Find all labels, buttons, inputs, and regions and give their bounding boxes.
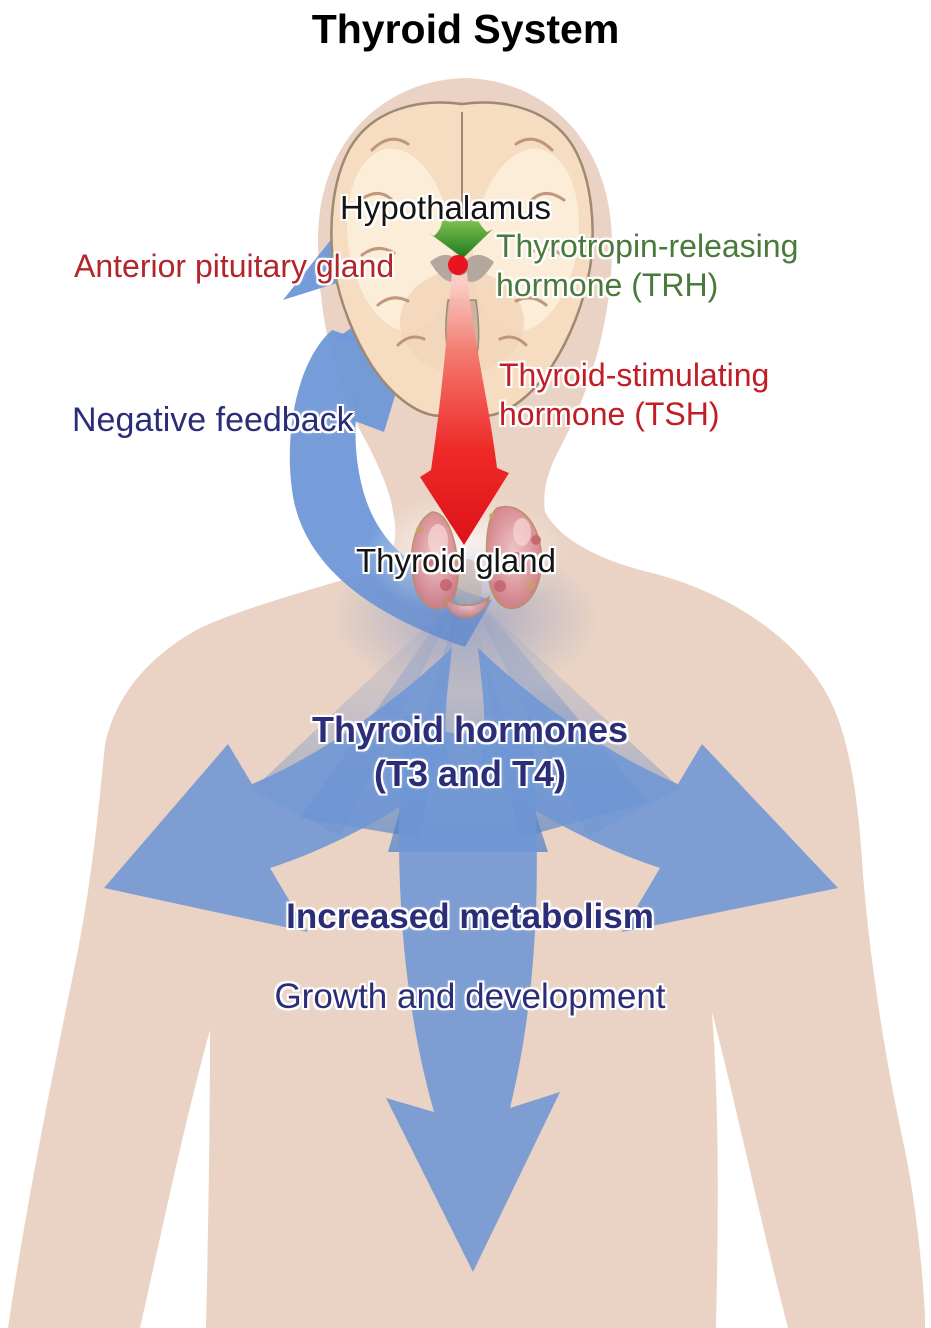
trh-label-line2: hormone (TRH)	[496, 267, 719, 304]
thyroid-hormones-line1: Thyroid hormones	[311, 709, 629, 750]
arrow-down-growth	[386, 715, 560, 1272]
page-title: Thyroid System	[311, 6, 620, 52]
trh-arrow	[429, 208, 493, 258]
arrow-left-metabolism	[104, 648, 452, 932]
thyroid-gland-label: Thyroid gland	[356, 542, 556, 579]
growth-development-label: Growth and development	[274, 977, 666, 1016]
negative-feedback-label: Negative feedback	[72, 401, 354, 439]
arrow-right-metabolism	[478, 648, 838, 932]
tsh-label-line2: hormone (TSH)	[499, 396, 720, 433]
increased-metabolism-label: Increased metabolism	[286, 897, 654, 936]
trh-label-line1: Thyrotropin-releasing	[496, 228, 799, 264]
thyroid-lobes-detail	[421, 535, 541, 592]
brain-sulci	[358, 137, 566, 347]
thyroid-hormones-label: Thyroid hormones (T3 and T4)	[240, 708, 700, 796]
tsh-arrow	[420, 272, 509, 545]
tsh-label: Thyroid-stimulating hormone (TSH)	[499, 356, 769, 434]
trh-label: Thyrotropin-releasing hormone (TRH)	[496, 227, 798, 305]
thyroid-hormones-line2: (T3 and T4)	[373, 752, 566, 794]
pituitary-dot	[448, 255, 468, 275]
hypothalamus-label: Hypothalamus	[340, 189, 551, 226]
tsh-label-line1: Thyroid-stimulating	[499, 357, 770, 393]
anterior-pituitary-label: Anterior pituitary gland	[74, 248, 395, 284]
